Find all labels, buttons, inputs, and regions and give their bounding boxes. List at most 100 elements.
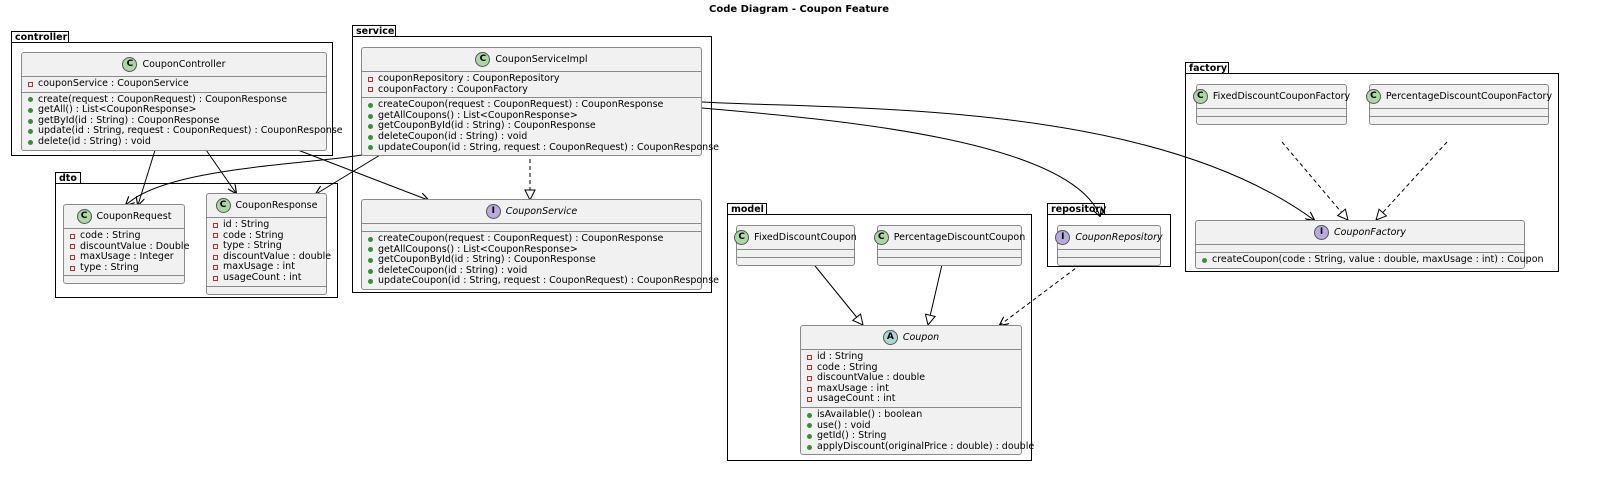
attribute: couponService : CouponService (28, 78, 322, 90)
public-icon (368, 247, 373, 253)
arrow-controller-to-response (203, 146, 236, 193)
package-tab-dto: dto (55, 172, 81, 184)
attribute: couponFactory : CouponFactory (368, 84, 697, 96)
private-icon (807, 365, 812, 371)
method: deleteCoupon(id : String) : void (368, 131, 697, 143)
private-icon (213, 243, 218, 249)
class-header: C FixedDiscountCouponFactory (1192, 85, 1350, 109)
public-icon (807, 433, 812, 439)
method: getCouponById(id : String) : CouponRespo… (368, 121, 697, 132)
class-header: I CouponRepository (1055, 226, 1163, 250)
attribute: maxUsage : Integer (70, 252, 180, 263)
methods-section: createCoupon(request : CouponRequest) : … (362, 98, 719, 155)
method: isAvailable() : boolean (807, 409, 1017, 421)
public-icon (28, 97, 33, 103)
method: applyDiscount(originalPrice : double) : … (807, 441, 1034, 453)
attribute: code : String (807, 362, 1017, 374)
methods-section (1058, 258, 1160, 265)
method: getAll() : List<CouponResponse> (28, 105, 322, 116)
public-icon (28, 107, 33, 113)
private-icon (213, 254, 218, 260)
method: use() : void (807, 420, 1017, 432)
arrow-serviceimpl-to-repository (701, 107, 1100, 216)
attribute: usageCount : int (807, 394, 1017, 405)
attribute: discountValue : Double (70, 241, 189, 253)
class-header: C CouponServiceImpl (362, 48, 701, 72)
method: getId() : String (807, 431, 1017, 442)
arrow-percentagefactory-to-factory (1376, 141, 1448, 220)
class-header: C PercentageDiscountCoupon (873, 226, 1025, 250)
class-fixed-discount-coupon: C FixedDiscountCoupon (734, 225, 857, 266)
attributes-section (878, 250, 1021, 258)
method: createCoupon(code : String, value : doub… (1202, 254, 1544, 266)
abstract-class-coupon: A Coupon id : String code : String disco… (800, 325, 1034, 456)
class-coupon-request: C CouponRequest code : String discountVa… (63, 204, 189, 285)
attributes-section: couponRepository : CouponRepository coup… (362, 72, 701, 99)
diagram-title: Code Diagram - Coupon Feature (708, 4, 889, 15)
public-icon (368, 102, 373, 108)
class-icon: C (122, 57, 138, 72)
public-icon (807, 412, 812, 418)
method: getById(id : String) : CouponResponse (28, 115, 322, 127)
arrow-serviceimpl-to-response (316, 151, 386, 194)
attribute: code : String (213, 230, 322, 242)
class-name: CouponService (505, 206, 578, 217)
class-name: Coupon (902, 332, 940, 343)
class-icon: C (1365, 89, 1381, 104)
class-header: C CouponController (22, 53, 326, 77)
public-icon (368, 257, 373, 263)
class-coupon-response: C CouponResponse id : String code : Stri… (206, 193, 331, 295)
attributes-section (362, 224, 701, 232)
method: updateCoupon(id : String, request : Coup… (368, 142, 719, 154)
arrow-serviceimpl-to-factory (701, 101, 1314, 220)
package-tab-controller: controller (11, 31, 69, 43)
method: getAllCoupons() : List<CouponResponse> (368, 110, 697, 122)
class-header: A Coupon (801, 326, 1021, 350)
public-icon (368, 134, 373, 140)
private-icon (70, 254, 75, 260)
public-icon (28, 118, 33, 124)
method: deleteCoupon(id : String) : void (368, 265, 697, 277)
arrow-controller-to-request (138, 146, 157, 205)
class-header: C CouponResponse (207, 194, 326, 218)
private-icon (70, 244, 75, 250)
attribute: code : String (70, 230, 180, 242)
class-name: FixedDiscountCoupon (754, 232, 857, 243)
public-icon (1202, 257, 1207, 263)
private-icon (213, 233, 218, 239)
arrow-percentagecoupon-to-coupon (928, 255, 945, 325)
class-icon: C (1192, 89, 1208, 104)
class-icon: C (873, 230, 889, 245)
attributes-section (737, 250, 854, 258)
package-tab-repository: repository (1047, 203, 1106, 215)
methods-section (64, 276, 184, 283)
private-icon (368, 76, 373, 82)
public-icon (368, 268, 373, 274)
method: getAllCoupons() : List<CouponResponse> (368, 244, 697, 256)
class-icon: C (734, 230, 750, 245)
public-icon (807, 444, 812, 450)
class-name: PercentageDiscountCouponFactory (1385, 91, 1553, 102)
private-icon (368, 87, 373, 93)
interface-coupon-service: I CouponService createCoupon(request : C… (361, 199, 719, 290)
attributes-section: id : String code : String type : String … (207, 218, 331, 287)
class-header: I CouponService (362, 200, 701, 224)
class-header: C FixedDiscountCoupon (734, 226, 857, 250)
class-header: C PercentageDiscountCouponFactory (1365, 85, 1552, 109)
class-name: CouponServiceImpl (495, 54, 588, 65)
public-icon (28, 129, 33, 135)
interface-coupon-repository: I CouponRepository (1055, 225, 1163, 266)
private-icon (213, 222, 218, 228)
interface-coupon-factory: I CouponFactory createCoupon(code : Stri… (1195, 220, 1544, 269)
method: create(request : CouponRequest) : Coupon… (28, 94, 322, 106)
class-name: CouponController (142, 59, 226, 70)
public-icon (368, 124, 373, 130)
package-tab-factory: factory (1185, 62, 1229, 74)
attribute: maxUsage : int (213, 262, 322, 273)
method: delete(id : String) : void (28, 136, 322, 148)
private-icon (213, 275, 218, 281)
methods-section: create(request : CouponRequest) : Coupon… (22, 93, 343, 150)
class-name: CouponRepository (1075, 232, 1163, 243)
class-header: C CouponRequest (64, 205, 184, 229)
attribute: id : String (807, 351, 1017, 363)
